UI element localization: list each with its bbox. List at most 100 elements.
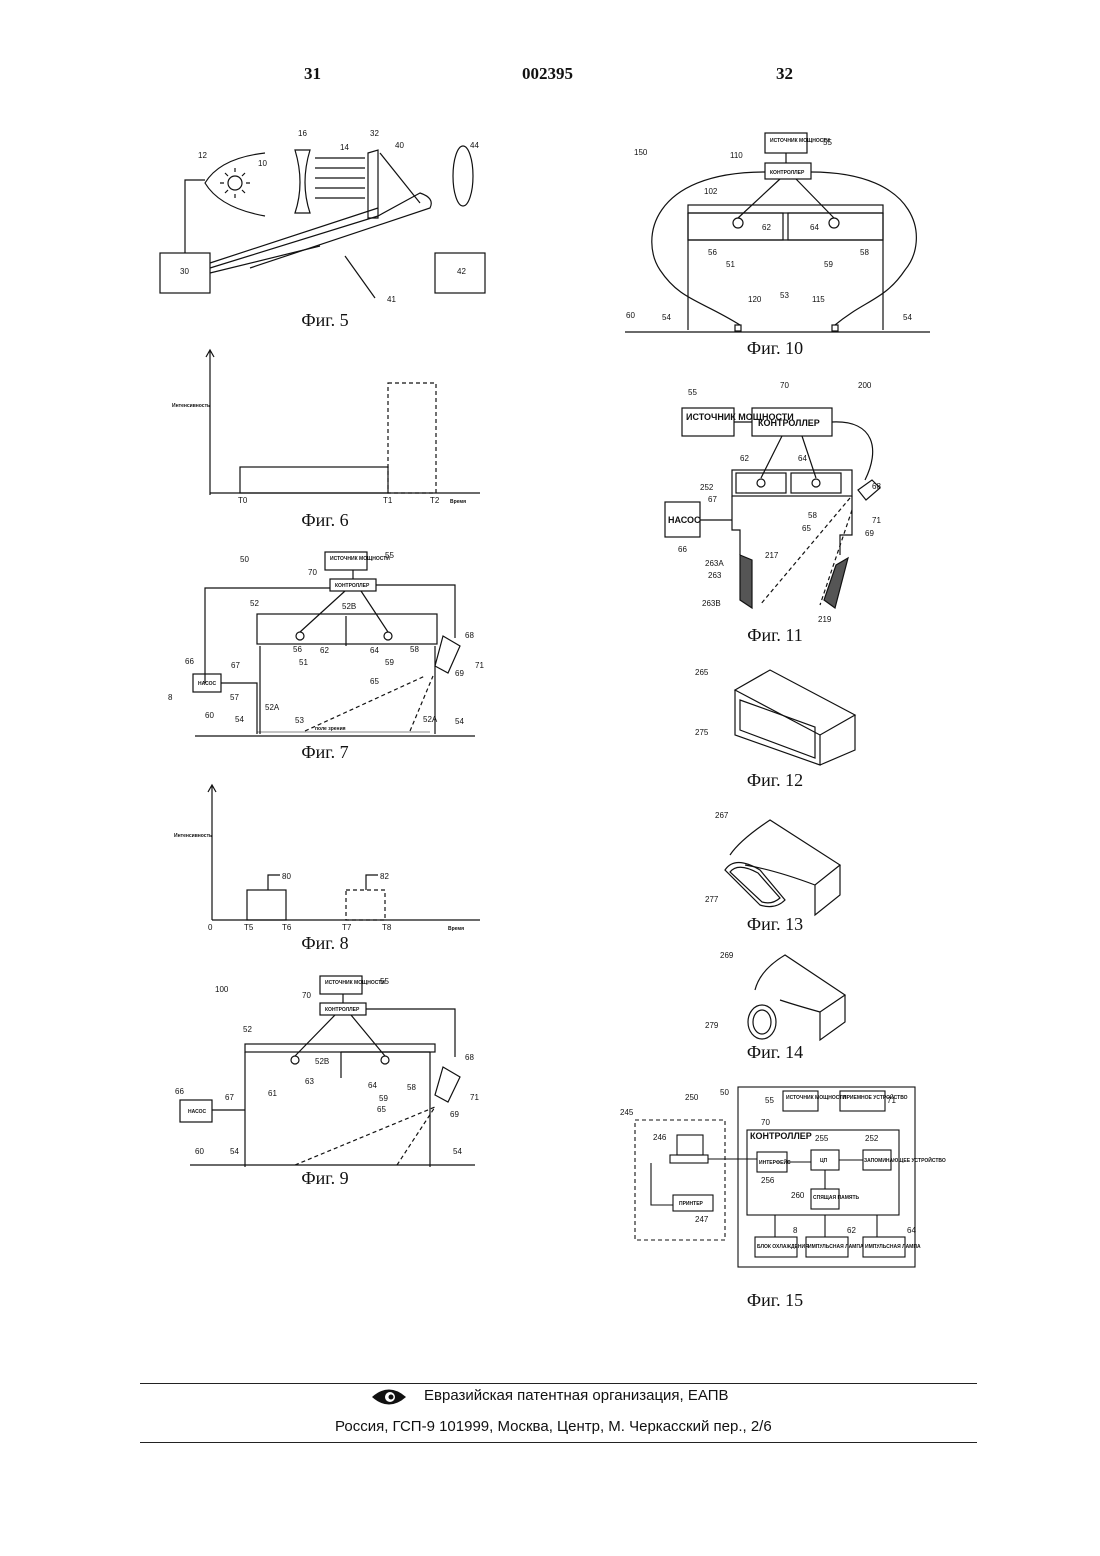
svg-text:55: 55 (380, 977, 389, 986)
svg-text:66: 66 (185, 657, 194, 666)
svg-text:70: 70 (302, 991, 311, 1000)
svg-text:51: 51 (299, 658, 308, 667)
figure-15-diagram: ИСТОЧНИК МОЩНОСТИ ПРИЕМНОЕ УСТРОЙСТВО КО… (615, 1085, 925, 1270)
eapo-logo (370, 1386, 408, 1408)
svg-text:67: 67 (708, 495, 717, 504)
figure-8-chart: Интенсивность 8082 0T5T6 T7T8 Время (170, 780, 490, 935)
svg-text:42: 42 (457, 267, 466, 276)
svg-text:245: 245 (620, 1108, 634, 1117)
svg-text:ПРИЕМНОЕ УСТРОЙСТВО: ПРИЕМНОЕ УСТРОЙСТВО (843, 1093, 908, 1101)
svg-text:T2: T2 (430, 496, 440, 505)
svg-text:60: 60 (205, 711, 214, 720)
svg-text:30: 30 (180, 267, 189, 276)
svg-text:54: 54 (230, 1147, 239, 1156)
svg-text:246: 246 (653, 1133, 667, 1142)
svg-text:НАСОС: НАСОС (198, 681, 216, 687)
svg-text:68: 68 (872, 482, 881, 491)
svg-text:265: 265 (695, 668, 709, 677)
svg-text:66: 66 (175, 1087, 184, 1096)
svg-text:КОНТРОЛЛЕР: КОНТРОЛЛЕР (325, 1007, 360, 1013)
svg-text:62: 62 (740, 454, 749, 463)
svg-text:Время: Время (448, 926, 464, 932)
figure-13-caption: Фиг. 13 (747, 914, 803, 935)
svg-text:12: 12 (198, 151, 207, 160)
svg-text:120: 120 (748, 295, 762, 304)
svg-text:64: 64 (368, 1081, 377, 1090)
figure-15-caption: Фиг. 15 (747, 1290, 803, 1311)
svg-text:51: 51 (726, 260, 735, 269)
page-number-right: 32 (776, 64, 793, 84)
svg-text:T6: T6 (282, 923, 292, 932)
svg-text:69: 69 (450, 1110, 459, 1119)
svg-text:Время: Время (450, 499, 466, 505)
svg-text:219: 219 (818, 615, 832, 624)
svg-text:T5: T5 (244, 923, 254, 932)
svg-text:56: 56 (708, 248, 717, 257)
svg-text:200: 200 (858, 381, 872, 390)
svg-text:100: 100 (215, 985, 229, 994)
svg-text:263B: 263B (702, 599, 721, 608)
svg-text:217: 217 (765, 551, 779, 560)
svg-text:КОНТРОЛЛЕР: КОНТРОЛЛЕР (750, 1131, 812, 1141)
figure-5-diagram: 121016 143240 443042 41 (150, 128, 500, 308)
svg-text:0: 0 (208, 923, 213, 932)
svg-text:58: 58 (808, 511, 817, 520)
svg-text:8: 8 (168, 693, 173, 702)
svg-text:110: 110 (730, 151, 743, 160)
svg-text:32: 32 (370, 129, 379, 138)
svg-text:62: 62 (847, 1226, 856, 1235)
svg-text:65: 65 (802, 524, 811, 533)
svg-text:64: 64 (370, 646, 379, 655)
svg-text:68: 68 (465, 631, 474, 640)
svg-text:252: 252 (865, 1134, 879, 1143)
svg-text:52A: 52A (265, 703, 280, 712)
svg-text:67: 67 (225, 1093, 234, 1102)
svg-text:8: 8 (793, 1226, 798, 1235)
figure-14-caption: Фиг. 14 (747, 1042, 803, 1063)
svg-text:50: 50 (720, 1088, 729, 1097)
svg-text:275: 275 (695, 728, 709, 737)
svg-text:65: 65 (370, 677, 379, 686)
svg-text:50: 50 (240, 555, 249, 564)
svg-text:10: 10 (258, 159, 267, 168)
svg-text:58: 58 (410, 645, 419, 654)
svg-text:69: 69 (865, 529, 874, 538)
svg-text:70: 70 (761, 1118, 770, 1127)
svg-text:54: 54 (235, 715, 244, 724)
svg-text:14: 14 (340, 143, 349, 152)
page-number-left: 31 (304, 64, 321, 84)
svg-text:53: 53 (295, 716, 304, 725)
svg-text:65: 65 (377, 1105, 386, 1114)
svg-text:66: 66 (678, 545, 687, 554)
svg-text:ИСТОЧНИК МОЩНОСТИ: ИСТОЧНИК МОЩНОСТИ (786, 1095, 846, 1101)
svg-text:НАСОС: НАСОС (188, 1109, 206, 1115)
figure-14-diagram: 269279 (700, 950, 860, 1045)
svg-text:55: 55 (823, 138, 832, 147)
svg-text:71: 71 (470, 1093, 479, 1102)
svg-text:54: 54 (455, 717, 464, 726)
figure-6-chart: Интенсивность T0T1T2 Время (170, 345, 490, 510)
svg-text:ЗАПОМИНАЮЩЕЕ УСТРОЙСТВО: ЗАПОМИНАЮЩЕЕ УСТРОЙСТВО (864, 1156, 946, 1164)
svg-text:115: 115 (812, 295, 825, 304)
svg-text:T8: T8 (382, 923, 392, 932)
svg-text:58: 58 (407, 1083, 416, 1092)
svg-text:63: 63 (305, 1077, 314, 1086)
svg-text:40: 40 (395, 141, 404, 150)
svg-text:ИМПУЛЬСНАЯ ЛАМПА: ИМПУЛЬСНАЯ ЛАМПА (865, 1244, 921, 1250)
figure-10-caption: Фиг. 10 (747, 338, 803, 359)
svg-text:263A: 263A (705, 559, 724, 568)
svg-text:НАСОС: НАСОС (668, 515, 701, 525)
svg-text:59: 59 (824, 260, 833, 269)
svg-text:269: 269 (720, 951, 734, 960)
svg-text:52: 52 (250, 599, 259, 608)
svg-text:ИСТОЧНИК МОЩНОСТИ: ИСТОЧНИК МОЩНОСТИ (330, 556, 390, 562)
svg-text:150: 150 (634, 148, 648, 157)
figure-13-diagram: 267277 (690, 810, 860, 920)
svg-text:71: 71 (887, 1096, 896, 1105)
svg-text:52B: 52B (342, 602, 356, 611)
svg-text:59: 59 (385, 658, 394, 667)
svg-text:52A: 52A (423, 715, 438, 724)
svg-text:ИНТЕРФЕЙС: ИНТЕРФЕЙС (759, 1158, 791, 1166)
svg-text:69: 69 (455, 669, 464, 678)
svg-text:70: 70 (308, 568, 317, 577)
